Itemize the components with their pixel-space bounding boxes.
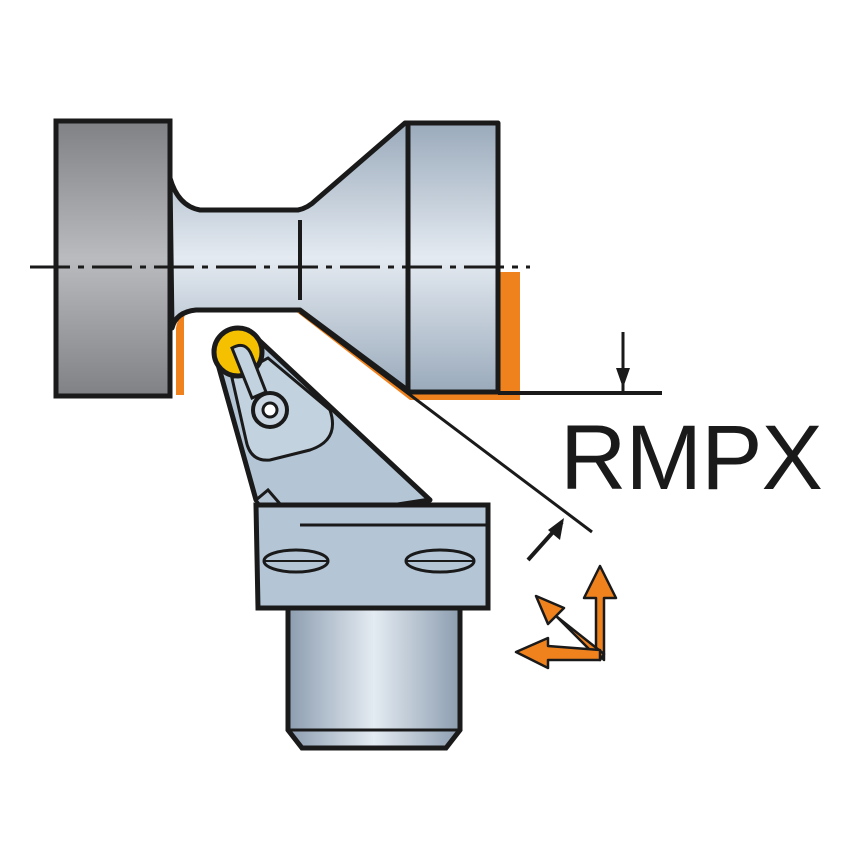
round-insert (211, 325, 268, 400)
dimension-arrow-down-icon (616, 332, 630, 392)
clamp-screw-icon (251, 391, 289, 429)
chuck (53, 118, 173, 399)
coupling-shank (285, 605, 463, 751)
workpiece (167, 120, 501, 395)
angle-line (299, 310, 593, 534)
feed-direction-arrows-icon (514, 564, 618, 670)
holder-base (253, 502, 491, 611)
angle-arrow-icon (526, 518, 564, 562)
tool-designation-label: RMPX (560, 407, 823, 509)
